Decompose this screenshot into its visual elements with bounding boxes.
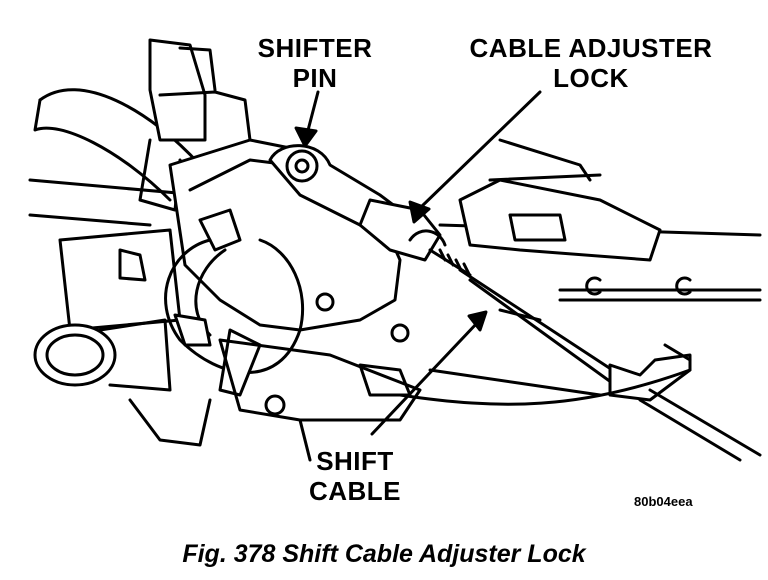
cable-bracket bbox=[458, 138, 692, 322]
arrowhead-adjuster bbox=[408, 200, 431, 224]
cable-adjuster-lock-label-line-1: CABLE ADJUSTER bbox=[469, 33, 713, 63]
shift-cable bbox=[398, 268, 762, 462]
shift-cable-label-line-2: CABLE bbox=[308, 476, 402, 506]
shifter-pin-label: SHIFTER PIN bbox=[250, 33, 380, 93]
cable-adjuster-lock-label: CABLE ADJUSTER LOCK bbox=[456, 33, 726, 93]
left-connector bbox=[33, 228, 212, 447]
arrowhead-shifter bbox=[294, 126, 318, 148]
leader-lines bbox=[294, 90, 542, 436]
arrowhead-cable bbox=[467, 310, 488, 332]
shift-cable-label: SHIFT CABLE bbox=[300, 446, 410, 506]
cable-adjuster-lock-label-line-2: LOCK bbox=[553, 63, 629, 93]
shift-cable-label-line-1: SHIFT bbox=[316, 446, 394, 476]
shifter-pin-label-line-1: SHIFTER bbox=[257, 33, 373, 63]
shifter-pin-label-line-2: PIN bbox=[292, 63, 338, 93]
figure-code: 80b04eea bbox=[634, 494, 693, 509]
lower-housing bbox=[218, 338, 422, 462]
figure-caption: Fig. 378 Shift Cable Adjuster Lock bbox=[182, 540, 586, 568]
